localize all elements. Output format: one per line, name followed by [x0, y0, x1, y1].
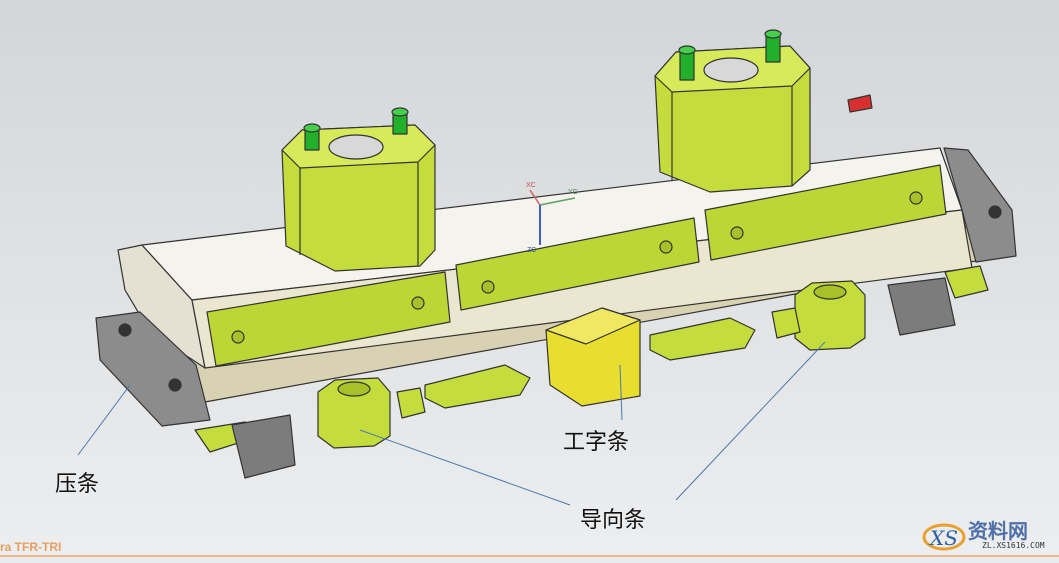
label-clamp-bar: 压条 — [55, 472, 100, 497]
guide-block-left — [317, 377, 391, 449]
label-i-bar: 工字条 — [563, 430, 630, 455]
red-marker — [847, 94, 873, 113]
side-plate-2 — [455, 217, 700, 311]
triad-y-label: YC — [568, 189, 578, 196]
watermark-title: 资料网 — [968, 519, 1028, 543]
triad-z-label: ZC — [527, 247, 536, 254]
clamp-jaw — [231, 414, 296, 479]
leader-lines — [77, 341, 826, 506]
small-block — [396, 387, 426, 419]
label-guide-bar: 导向条 — [580, 508, 647, 533]
watermark-logo: XS 资料网 ZL.XS1616.COM — [922, 515, 1052, 555]
locator-block-left — [281, 107, 436, 272]
fixture-model — [95, 29, 1017, 479]
pad — [944, 265, 989, 299]
clamp-bar-left — [95, 311, 211, 427]
small-block — [771, 307, 801, 339]
wcs-triad: XC YC ZC — [526, 182, 578, 254]
svg-text:XS: XS — [928, 526, 958, 550]
locator-block-right — [654, 29, 811, 193]
status-divider — [0, 555, 1059, 557]
clamp-jaw — [887, 277, 956, 336]
clamp-bar-right — [943, 147, 1017, 263]
pad — [424, 364, 531, 409]
side-plate-3 — [704, 164, 947, 261]
side-plate-1 — [206, 271, 451, 367]
status-bar — [0, 557, 1059, 563]
watermark-url: ZL.XS1616.COM — [982, 541, 1045, 550]
guide-block-right — [794, 280, 866, 351]
status-text: ra TFR-TRI — [0, 540, 62, 554]
triad-x-label: XC — [526, 182, 536, 189]
pad — [649, 317, 756, 361]
